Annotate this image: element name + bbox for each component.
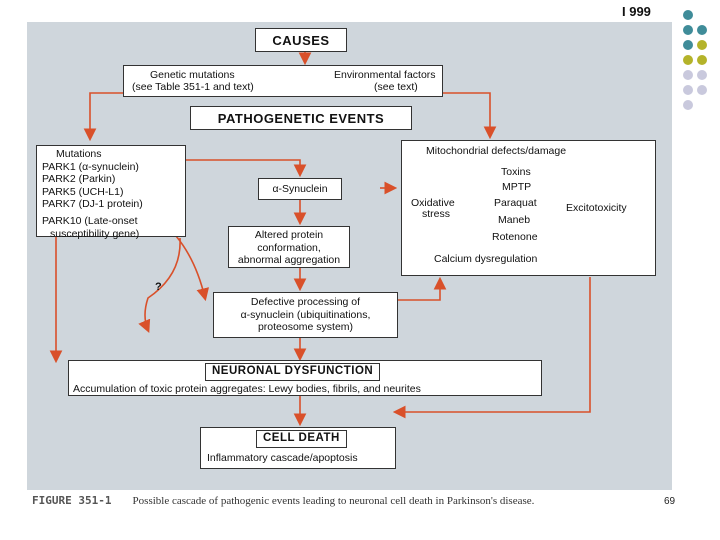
pathogenetic-box: PATHOGENETIC EVENTS (190, 106, 412, 130)
causes-box: CAUSES (255, 28, 347, 52)
mutation-park10-note: susceptibility gene) (50, 227, 140, 240)
toxin-paraquat: Paraquat (494, 197, 537, 209)
calcium-label: Calcium dysregulation (434, 253, 538, 265)
mutation-park1: PARK1 (α-synuclein) (42, 160, 139, 173)
neuronal-text: Accumulation of toxic protein aggregates… (73, 383, 421, 395)
dot-icon (683, 70, 693, 80)
dot-icon (697, 85, 707, 95)
altered-line-3: abnormal aggregation (237, 254, 341, 267)
altered-line-1: Altered protein (254, 229, 324, 241)
cell-death-title: CELL DEATH (256, 430, 347, 448)
mutation-park5: PARK5 (UCH-L1) (42, 185, 124, 198)
neuronal-dysfunction-box: NEURONAL DYSFUNCTION Accumulation of tox… (68, 360, 542, 396)
synuclein-box: α-Synuclein (258, 178, 342, 200)
top-mark: I 999 (622, 4, 651, 19)
cell-death-text: Inflammatory cascade/apoptosis (207, 452, 358, 464)
defective-line-2: α-synuclein (ubiquitinations, (240, 308, 371, 321)
mutations-title: Mutations (56, 148, 102, 160)
toxin-maneb: Maneb (498, 214, 531, 226)
dot-icon (683, 10, 693, 20)
toxin-rotenone: Rotenone (492, 231, 538, 243)
causes-title: CAUSES (272, 33, 330, 48)
mitochondrial-box: Mitochondrial defects/damage Toxins MPTP… (401, 140, 656, 276)
environmental-note: (see text) (374, 81, 418, 93)
toxin-toxins: Toxins (501, 166, 531, 178)
page-number: 69 (664, 496, 676, 507)
dot-icon (683, 25, 693, 35)
dot-icon (683, 85, 693, 95)
defective-processing-box: Defective processing of α-synuclein (ubi… (213, 292, 398, 338)
altered-protein-box: Altered protein conformation, abnormal a… (228, 226, 350, 268)
mutation-park7: PARK7 (DJ-1 protein) (42, 198, 143, 211)
altered-line-2: conformation, (257, 241, 321, 254)
caption-text: Possible cascade of pathogenic events le… (132, 495, 535, 507)
stress-label: stress (422, 208, 451, 220)
mutation-park10: PARK10 (Late-onset (42, 214, 138, 227)
figure-caption: FIGURE 351-1 Possible cascade of pathoge… (32, 494, 682, 507)
dot-icon (697, 70, 707, 80)
environmental-label: Environmental factors (334, 69, 436, 81)
pathogenetic-title: PATHOGENETIC EVENTS (217, 111, 385, 126)
dot-icon (697, 40, 707, 50)
mutations-box: Mutations PARK1 (α-synuclein) PARK2 (Par… (36, 145, 186, 240)
cell-death-box: CELL DEATH Inflammatory cascade/apoptosi… (200, 427, 396, 469)
caption-figure-label: FIGURE 351-1 (32, 494, 112, 507)
question-mark: ? (155, 281, 162, 293)
defective-line-3: proteosome system) (257, 321, 354, 334)
genetic-note: (see Table 351-1 and text) (132, 81, 254, 93)
defective-line-1: Defective processing of (250, 296, 361, 308)
mitochondrial-title: Mitochondrial defects/damage (426, 145, 567, 157)
dot-icon (697, 25, 707, 35)
dot-icon (683, 55, 693, 65)
toxin-mptp: MPTP (502, 181, 532, 193)
neuronal-title: NEURONAL DYSFUNCTION (205, 363, 381, 381)
dot-icon (683, 100, 693, 110)
dot-icon (697, 55, 707, 65)
excitotoxicity-label: Excitotoxicity (566, 202, 627, 214)
dot-icon (683, 40, 693, 50)
genetic-label: Genetic mutations (150, 69, 235, 81)
mutation-park2: PARK2 (Parkin) (42, 173, 116, 186)
synuclein-label: α-Synuclein (272, 183, 328, 195)
oxidative-label: Oxidative (411, 197, 455, 209)
causes-detail-box: Genetic mutations (see Table 351-1 and t… (123, 65, 443, 97)
